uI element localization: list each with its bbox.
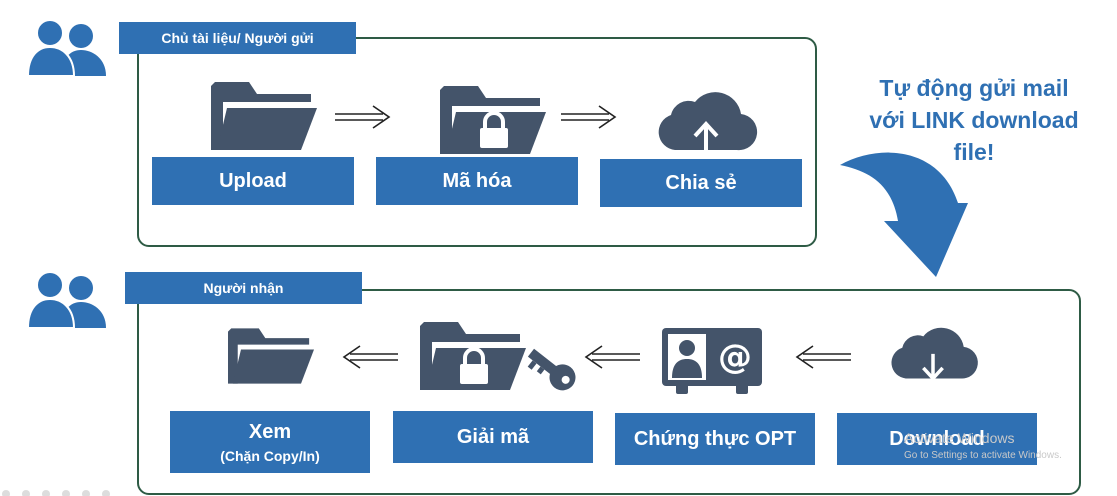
folder-icon: [211, 82, 317, 150]
folder-icon: [228, 328, 314, 384]
authenticate-label: Chứng thực OPT: [633, 427, 797, 450]
encrypt-label: Mã hóa: [442, 169, 512, 192]
double-arrow-left-icon: [342, 345, 398, 369]
contact-card-icon: @: [662, 328, 762, 394]
cloud-download-icon: [891, 327, 978, 382]
receiver-tag: Người nhận: [125, 272, 362, 304]
decorative-dots: [2, 490, 110, 496]
authenticate-step: Chứng thực OPT: [615, 413, 815, 465]
upload-step: Upload: [152, 157, 354, 205]
svg-text:@: @: [718, 337, 752, 377]
encrypt-step: Mã hóa: [376, 157, 578, 205]
double-arrow-right-icon: [561, 105, 617, 129]
folder-lock-icon: [440, 86, 546, 154]
callout-line-3: file!: [953, 139, 995, 165]
activate-windows-watermark: Activate Windows: [904, 430, 1015, 446]
view-step: Xem (Chặn Copy/In): [170, 411, 370, 473]
view-sublabel: (Chặn Copy/In): [220, 447, 320, 464]
double-arrow-right-icon: [335, 105, 391, 129]
callout-line-1: Tự động gửi mail: [879, 75, 1069, 101]
upload-label: Upload: [219, 169, 287, 192]
users-icon: [26, 271, 106, 329]
curved-arrow-down-icon: [840, 152, 968, 277]
double-arrow-left-icon: [584, 345, 640, 369]
decrypt-label: Giải mã: [456, 425, 530, 448]
double-arrow-left-icon: [795, 345, 851, 369]
share-step: Chia sẻ: [600, 159, 802, 207]
folder-lock-key-icon: [420, 322, 576, 391]
auto-mail-callout: Tự động gửi mail với LINK download file!: [856, 72, 1092, 168]
cloud-upload-icon: [658, 92, 758, 152]
activate-windows-hint: Go to Settings to activate Windows.: [904, 450, 1062, 461]
download-label: Download: [889, 427, 985, 450]
view-label: Xem: [248, 420, 292, 443]
download-step: Download: [837, 413, 1037, 465]
users-icon: [26, 19, 106, 77]
decrypt-step: Giải mã: [393, 411, 593, 463]
share-label: Chia sẻ: [665, 171, 737, 194]
callout-line-2: với LINK download: [869, 107, 1079, 133]
sender-tag: Chủ tài liệu/ Người gửi: [119, 22, 356, 54]
